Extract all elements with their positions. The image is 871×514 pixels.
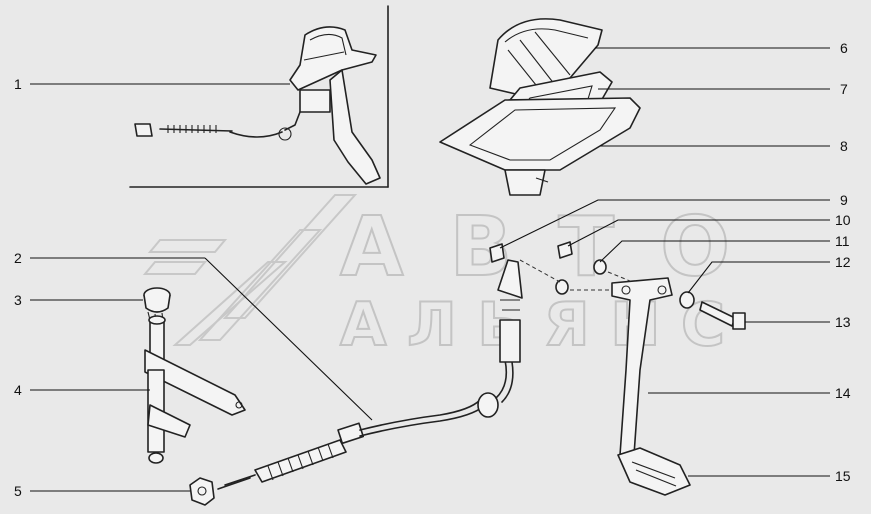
callout-6: 6 [840,40,848,56]
callout-8: 8 [840,138,848,154]
pedal-boot-part [489,18,603,96]
bushing-part-12 [555,279,569,295]
leader-lines [30,47,830,492]
callout-11: 11 [835,233,850,249]
clip-part-9 [489,243,505,263]
pedal-pad-part [617,447,691,496]
clutch-cable-part [217,259,523,490]
pedal-bracket-part [439,97,641,196]
watermark-logo [142,194,358,346]
callout-10: 10 [835,212,851,228]
nut-part-11 [593,259,607,275]
inset-pedal-assembly [134,26,381,185]
callout-12: 12 [835,254,851,270]
callout-2: 2 [14,250,22,266]
bushing-part-12b [679,291,695,309]
callout-14: 14 [835,385,851,401]
inset-frame [129,5,389,188]
callout-13: 13 [835,314,851,330]
callout-15: 15 [835,468,851,484]
watermark-line2: АЛЬЯНС [340,290,725,360]
callout-4: 4 [14,382,22,398]
callout-1: 1 [14,76,22,92]
callout-9: 9 [840,192,848,208]
callout-5: 5 [14,483,22,499]
pivot-bolt-part [699,301,746,330]
small-fasteners [489,241,695,309]
cable-retainer-part [189,477,215,506]
release-fork-part [144,315,246,464]
watermark-line1: АВТО [340,200,730,295]
callout-7: 7 [840,81,848,97]
callout-3: 3 [14,292,22,308]
callout-numbers: 1 2 3 4 5 6 7 8 9 10 11 12 13 14 15 [14,40,851,499]
